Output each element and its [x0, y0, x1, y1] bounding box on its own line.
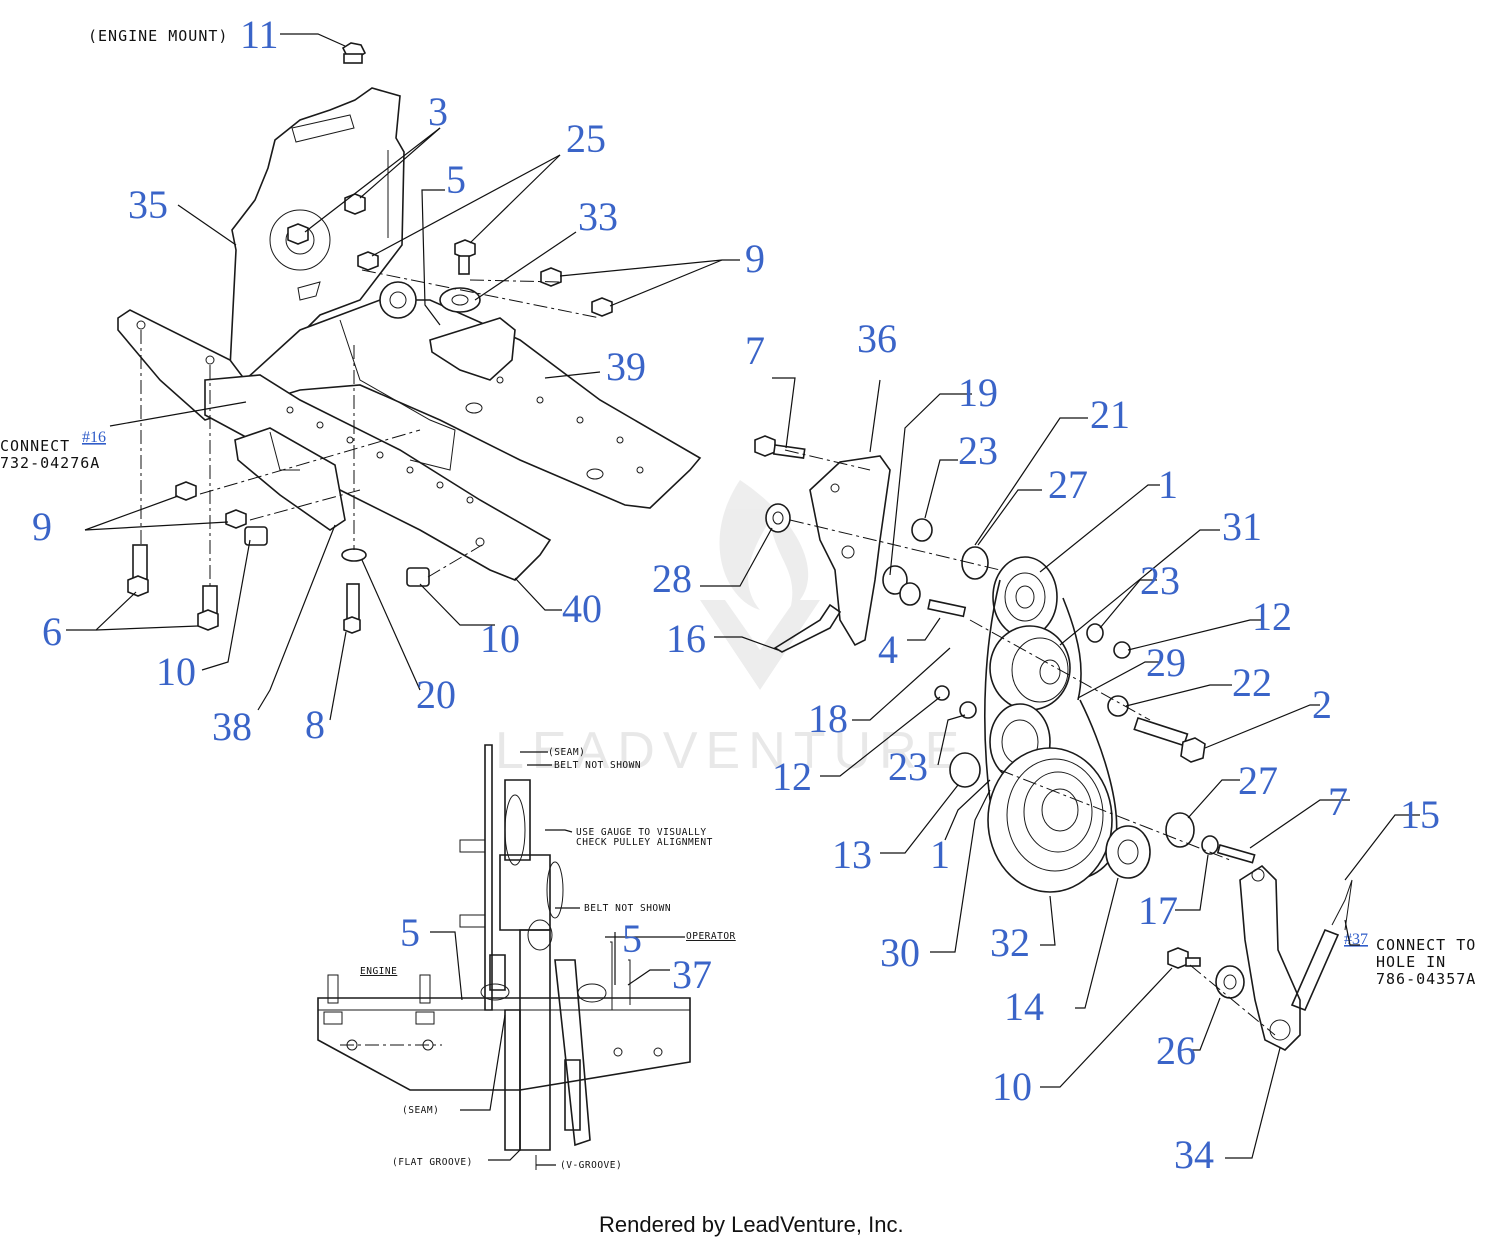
callout-5-inset-left[interactable]: 5	[400, 910, 420, 955]
inset-gauge-line-1: USE GAUGE TO VISUALLY	[576, 827, 707, 838]
callout-5-top[interactable]: 5	[446, 157, 466, 202]
callout-21[interactable]: 21	[1090, 392, 1130, 437]
callout-15[interactable]: 15	[1400, 792, 1440, 837]
bearing-33	[439, 287, 481, 313]
pulley-small-left	[379, 281, 417, 319]
inset-belt-not-shown-mid: BELT NOT SHOWN	[584, 903, 671, 914]
callout-11[interactable]: 11	[240, 12, 279, 57]
callout-19[interactable]: 19	[958, 370, 998, 415]
callout-6[interactable]: 6	[42, 609, 62, 654]
inset-flat-groove: (FLAT GROOVE)	[392, 1157, 473, 1168]
callout-17[interactable]: 17	[1138, 888, 1178, 933]
callout-1-top[interactable]: 1	[1158, 462, 1178, 507]
connect-left-ref-link[interactable]: #16	[82, 429, 106, 446]
callout-10-left[interactable]: 10	[156, 649, 196, 694]
callout-35[interactable]: 35	[128, 182, 168, 227]
callout-5-inset-right[interactable]: 5	[622, 916, 642, 961]
leader-lines	[66, 33, 1420, 1159]
callout-40[interactable]: 40	[562, 586, 602, 631]
engine-mount-note: (ENGINE MOUNT)	[88, 27, 228, 45]
pulley-21	[992, 556, 1058, 638]
hub-14	[1105, 825, 1151, 879]
inset-v-groove: (V-GROOVE)	[560, 1160, 622, 1171]
callout-3[interactable]: 3	[428, 89, 448, 134]
callout-13[interactable]: 13	[832, 832, 872, 877]
callout-18[interactable]: 18	[808, 696, 848, 741]
rail-holes	[136, 320, 644, 547]
callout-34[interactable]: 34	[1174, 1132, 1214, 1177]
callout-33[interactable]: 33	[578, 194, 618, 239]
connect-left-note: CONNECT	[0, 437, 70, 455]
callout-37[interactable]: 37	[672, 952, 712, 997]
idler-arm-36	[809, 455, 891, 647]
inset-detail: (SEAM) BELT NOT SHOWN USE GAUGE TO VISUA…	[317, 744, 736, 1171]
inset-seam-top: (SEAM)	[548, 747, 585, 758]
callout-38[interactable]: 38	[212, 704, 252, 749]
callout-28[interactable]: 28	[652, 556, 692, 601]
callout-2[interactable]: 2	[1312, 682, 1332, 727]
callout-12-right[interactable]: 12	[1252, 594, 1292, 639]
callout-14[interactable]: 14	[1004, 984, 1044, 1029]
callout-26[interactable]: 26	[1156, 1028, 1196, 1073]
callout-27-top[interactable]: 27	[1048, 462, 1088, 507]
connect-right-note-1: CONNECT TO	[1376, 936, 1476, 954]
left-fasteners	[127, 42, 613, 634]
callout-30[interactable]: 30	[880, 930, 920, 975]
rendered-by-footer: Rendered by LeadVenture, Inc.	[599, 1212, 904, 1237]
callout-4[interactable]: 4	[878, 627, 898, 672]
callout-23-top[interactable]: 23	[958, 428, 998, 473]
spring-15	[1290, 928, 1340, 1012]
engine-bracket-38	[234, 427, 346, 531]
callout-31[interactable]: 31	[1222, 504, 1262, 549]
pulley-32	[987, 747, 1113, 893]
inset-belt-not-shown-top: BELT NOT SHOWN	[554, 760, 641, 771]
inset-engine-label: ENGINE	[360, 966, 397, 977]
callout-32[interactable]: 32	[990, 920, 1030, 965]
callout-9-top[interactable]: 9	[745, 236, 765, 281]
callout-20[interactable]: 20	[416, 672, 456, 717]
connect-right-note-2: HOLE IN	[1376, 953, 1446, 971]
leadventure-watermark: LEADVENTURE	[495, 480, 967, 780]
callout-39[interactable]: 39	[606, 344, 646, 389]
callout-23-low[interactable]: 23	[888, 744, 928, 789]
watermark-text: LEADVENTURE	[495, 722, 967, 780]
connect-right-part: 786-04357A	[1376, 970, 1476, 988]
arm-34	[1239, 864, 1301, 1051]
spacer-28	[765, 503, 791, 533]
idler-bracket	[429, 317, 516, 381]
callout-8[interactable]: 8	[305, 702, 325, 747]
callout-25[interactable]: 25	[566, 116, 606, 161]
callout-29[interactable]: 29	[1146, 640, 1186, 685]
callout-10-mid[interactable]: 10	[480, 616, 520, 661]
connect-left-part: 732-04276A	[0, 454, 100, 472]
callout-12-left[interactable]: 12	[772, 754, 812, 799]
callout-36[interactable]: 36	[857, 316, 897, 361]
callout-23-right[interactable]: 23	[1140, 558, 1180, 603]
callout-10-low[interactable]: 10	[992, 1064, 1032, 1109]
callout-7-top[interactable]: 7	[745, 328, 765, 373]
callout-16[interactable]: 16	[666, 616, 706, 661]
callout-9-left[interactable]: 9	[32, 504, 52, 549]
inset-operator-label: OPERATOR	[686, 931, 736, 942]
pulley-29	[989, 625, 1071, 711]
callout-numbers: 11 3 25 35 5 33 9 39 9 6 10 38 8 20 10 4…	[32, 12, 1440, 1177]
inset-gauge-line-2: CHECK PULLEY ALIGNMENT	[576, 837, 713, 848]
callout-27-low[interactable]: 27	[1238, 758, 1278, 803]
inset-seam-bottom: (SEAM)	[402, 1105, 439, 1116]
callout-22[interactable]: 22	[1232, 660, 1272, 705]
callout-7-right[interactable]: 7	[1328, 779, 1348, 824]
callout-1-low[interactable]: 1	[930, 832, 950, 877]
spring-16	[773, 603, 842, 653]
